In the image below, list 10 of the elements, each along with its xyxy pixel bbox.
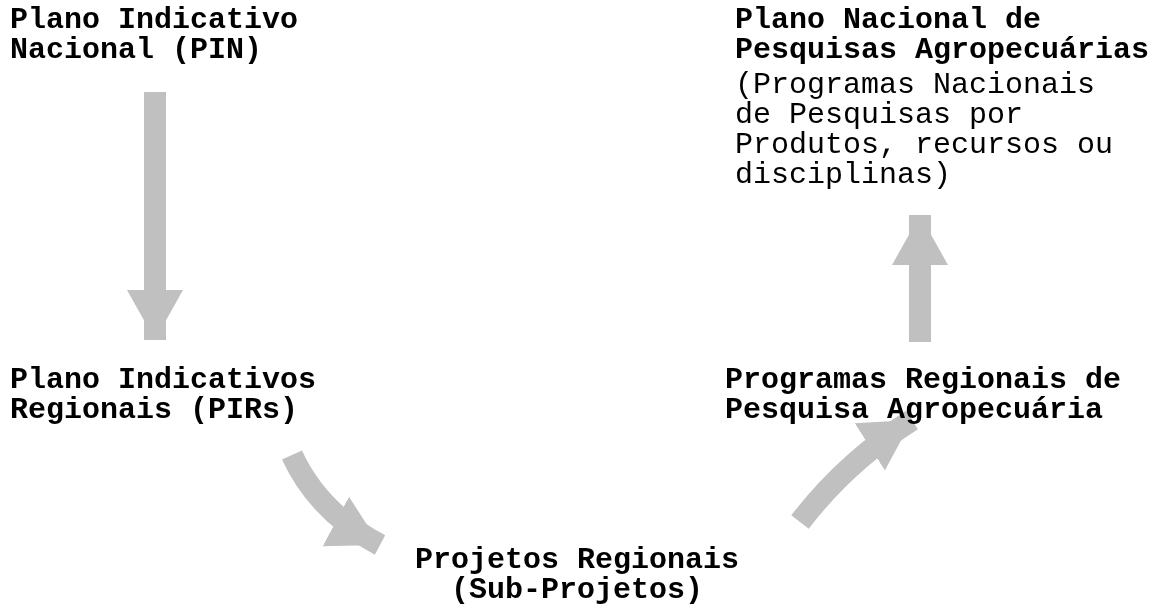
heading-text: Projetos Regionais (Sub-Projetos)	[415, 545, 740, 605]
block-arrow	[282, 450, 386, 555]
block-arrow	[892, 215, 948, 342]
block-arrow	[791, 410, 919, 529]
heading-text: Plano Indicativo Nacional (PIN)	[10, 5, 299, 65]
heading-text: Programas Regionais de Pesquisa Agropecuária	[725, 365, 1123, 425]
block-arrow	[127, 92, 183, 340]
heading-text: Plano Indicativos Regionais (PIRs)	[10, 365, 317, 425]
heading-text: Plano Nacional de Pesquisas Agropecuárias	[735, 5, 1150, 65]
body-text: (Programas Nacionais de Pesquisas por Produtos, recursos ou disciplinas)	[735, 70, 1115, 190]
